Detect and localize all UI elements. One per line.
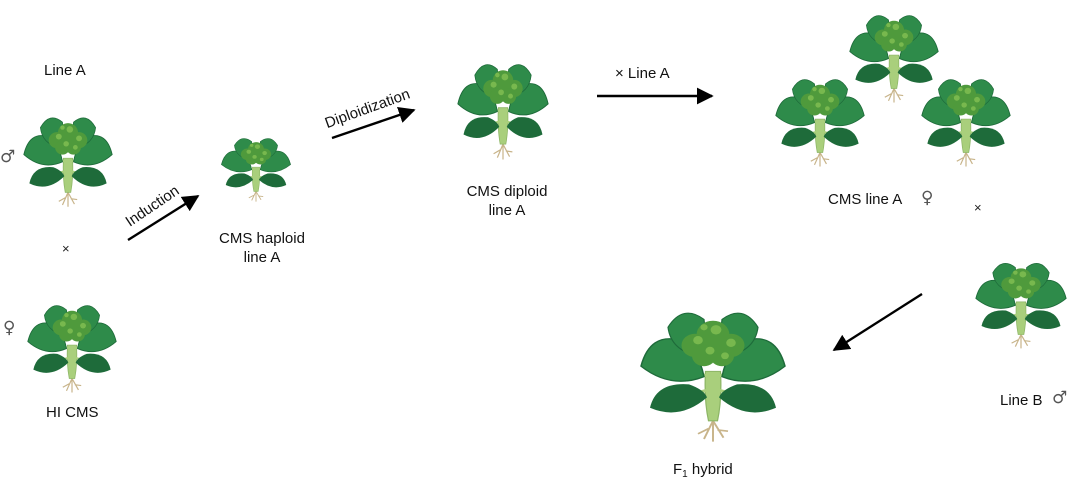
to-f1-arrow [832,292,923,352]
induction-label: Induction [122,182,182,230]
diploidization-arrow [331,106,416,140]
f1-suffix: hybrid [687,461,733,478]
line-b-label: Line B [1000,392,1043,409]
line-a-label: Line A [44,62,86,79]
male-symbol-line-a: ♂ [0,147,16,167]
cross-symbol-left: × [62,241,70,256]
plant-cms-line-a-top-icon [848,14,940,104]
female-symbol-cms-line-a: ♀ [921,188,934,208]
plant-line-a-icon [22,116,114,208]
cross-symbol-right: × [974,200,982,215]
cms-line-a-label: CMS line A [828,191,903,208]
cms-haploid-label: CMS haploid line A [219,230,305,266]
plant-cms-haploid-icon [220,137,292,203]
male-symbol-line-b: ♂ [1052,388,1068,408]
plant-line-b-icon [974,262,1068,350]
female-symbol-hi-cms: ♀ [3,318,16,338]
plant-cms-line-a-left-icon [774,78,866,168]
cross-line-a-label: × Line A [615,65,670,82]
f1-subscript: 1 [682,469,688,480]
f1-prefix: F [673,461,683,478]
f1-hybrid-label: F1 hybrid [673,460,733,484]
plant-f1-hybrid-icon [639,311,787,444]
plant-cms-diploid-icon [456,63,550,161]
hi-cms-label: HI CMS [46,404,99,421]
cms-diploid-label: CMS diploid line A [466,183,548,219]
plant-hi-cms-icon [26,304,118,394]
plant-cms-line-a-right-icon [920,78,1012,168]
induction-arrow [127,194,200,242]
